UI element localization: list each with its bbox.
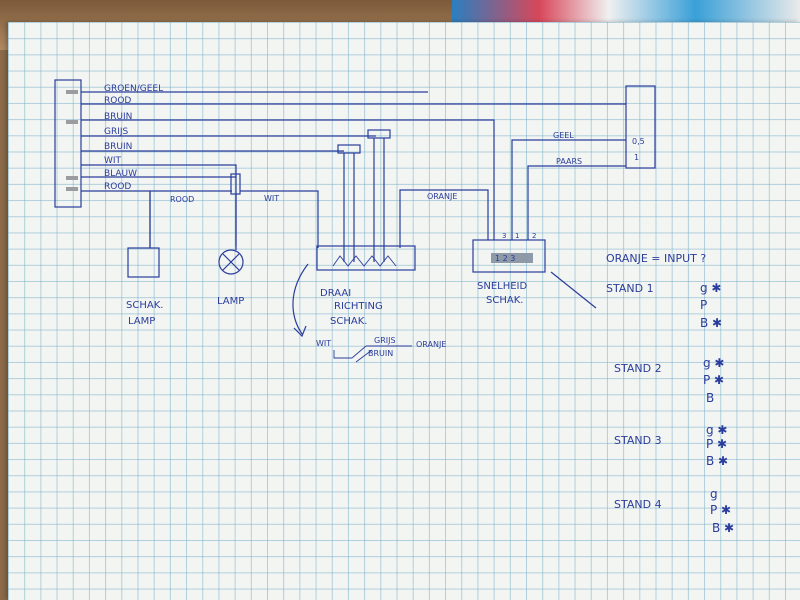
wire-label: ORANJE: [427, 192, 457, 201]
component-label: LAMP: [128, 316, 155, 327]
wire-label: GRIJS: [104, 127, 129, 137]
component-label: SCHAK.: [330, 316, 367, 327]
pin-number: 1: [515, 232, 519, 240]
component-label: SCHAK.: [126, 300, 163, 311]
leader-line: [550, 271, 597, 309]
wire-label: BRUIN: [104, 112, 132, 122]
terminal-label: 1: [634, 153, 639, 162]
wire-geel: [511, 139, 626, 240]
wire-paars: [527, 165, 626, 240]
capacitor-box: [625, 85, 656, 169]
stand-value: B ✱: [700, 316, 722, 330]
stand-value: g ✱: [703, 356, 725, 370]
magazine-corner: [452, 0, 800, 26]
stand-value: B ✱: [712, 521, 734, 535]
connector-block: [54, 79, 82, 208]
wire-label: PAARS: [556, 157, 582, 166]
wire-label: ROOD: [170, 195, 194, 204]
wire-label: ROOD: [104, 96, 131, 106]
stand-value: g: [710, 487, 718, 501]
wire-rood-2: [81, 190, 151, 248]
detail-line: [351, 345, 367, 359]
component-label: SNELHEID: [477, 281, 528, 292]
speed-switch-inner: 1 2 3: [495, 254, 515, 263]
wire-label: GROEN/GEEL: [104, 84, 163, 94]
lamp-cross: [222, 253, 240, 271]
arrow-head: [293, 325, 307, 338]
direction-switch-box: [316, 245, 416, 271]
speed-switch-pins: [491, 253, 533, 263]
detail-label: GRIJS: [374, 336, 396, 345]
wire-label: GEEL: [553, 131, 574, 140]
wire-label: BRUIN: [104, 142, 132, 152]
terminal-label: 0,5: [632, 137, 645, 146]
curved-arrow: [292, 263, 309, 335]
pin-number: 3: [502, 232, 506, 240]
stand-value: P: [700, 298, 707, 312]
switch-contacts: [332, 255, 397, 267]
stand-label: STAND 1: [606, 282, 654, 295]
stand-value: P ✱: [703, 373, 724, 387]
pin: [66, 176, 78, 180]
stand-value: P ✱: [710, 503, 731, 517]
wire-bruin-1: [81, 119, 495, 240]
detail-label: ORANJE: [416, 340, 446, 349]
graph-paper: [8, 22, 800, 600]
terminal-cap: [337, 144, 361, 154]
wire-label: WIT: [264, 194, 279, 203]
wire-wit-motor: [240, 190, 319, 248]
detail-label: BRUIN: [368, 349, 393, 358]
lamp-switch-box: [127, 247, 160, 278]
component-label: RICHTING: [334, 301, 383, 312]
lamp-symbol: [218, 249, 244, 275]
speed-switch-box: [472, 239, 546, 273]
detail-line: [355, 349, 373, 363]
component-label: DRAAI: [320, 288, 351, 299]
input-note: ORANJE = INPUT ?: [606, 252, 706, 265]
detail-line: [333, 350, 352, 359]
stand-value: g ✱: [700, 281, 722, 295]
pin: [66, 187, 78, 191]
wire-label: ROOD: [104, 182, 131, 192]
stand-value: g ✱: [706, 423, 728, 437]
component-label: LAMP: [217, 296, 244, 307]
pin: [66, 120, 78, 124]
wire-oranje: [399, 189, 489, 248]
pin-number: 2: [532, 232, 536, 240]
pin: [66, 90, 78, 94]
connector-pins: [66, 90, 78, 191]
detail-label: WIT: [316, 339, 331, 348]
stand-value: B ✱: [706, 454, 728, 468]
component-label: SCHAK.: [486, 295, 523, 306]
terminal-cap: [367, 129, 391, 139]
stand-label: STAND 3: [614, 434, 662, 447]
stand-label: STAND 4: [614, 498, 662, 511]
wire-label: BLAUW: [104, 169, 137, 179]
stand-value: B: [706, 391, 714, 405]
stand-value: P ✱: [706, 437, 727, 451]
wire-label: WIT: [104, 156, 122, 166]
stand-label: STAND 2: [614, 362, 662, 375]
